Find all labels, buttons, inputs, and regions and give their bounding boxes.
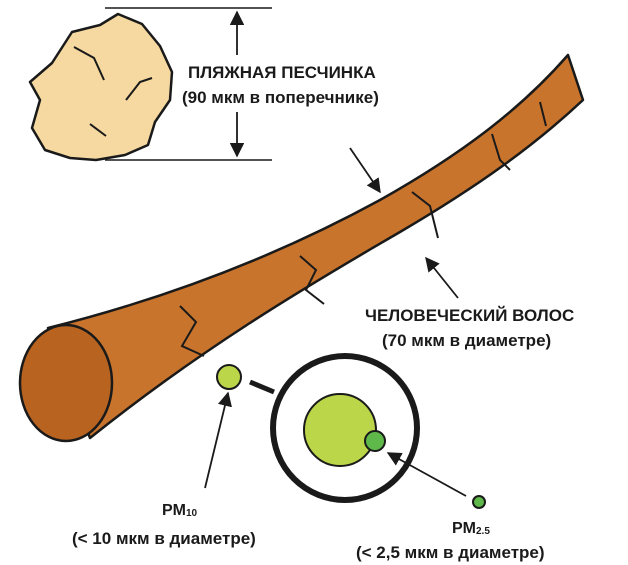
pm25-size: (< 2,5 мкм в диаметре) [356,544,545,561]
pm10-size: (< 10 мкм в диаметре) [72,530,256,547]
sand-title: ПЛЯЖНАЯ ПЕСЧИНКА [188,64,376,81]
sand-grain [30,14,172,160]
hair-arrow-top [350,148,380,192]
pm25-prefix: PM [452,520,476,537]
pm10-particle-magnified [304,394,376,466]
pm10-particle [217,365,241,389]
pm10-prefix: PM [162,502,186,519]
hair-size: (70 мкм в диаметре) [382,332,551,349]
pm10-label: PM10 [162,503,197,519]
pm10-arrow [205,393,228,488]
hair-title: ЧЕЛОВЕЧЕСКИЙ ВОЛОС [365,307,574,324]
pm25-label: PM2.5 [452,521,490,537]
pm25-subscript: 2.5 [476,526,490,537]
pm25-particle [473,496,485,508]
magnifier-connector [250,382,274,392]
pm25-particle-magnified [365,431,385,451]
hair-cross-section [20,325,112,441]
pm10-subscript: 10 [186,508,197,519]
sand-size: (90 мкм в поперечнике) [182,89,379,106]
hair-arrow-bottom [426,258,458,298]
